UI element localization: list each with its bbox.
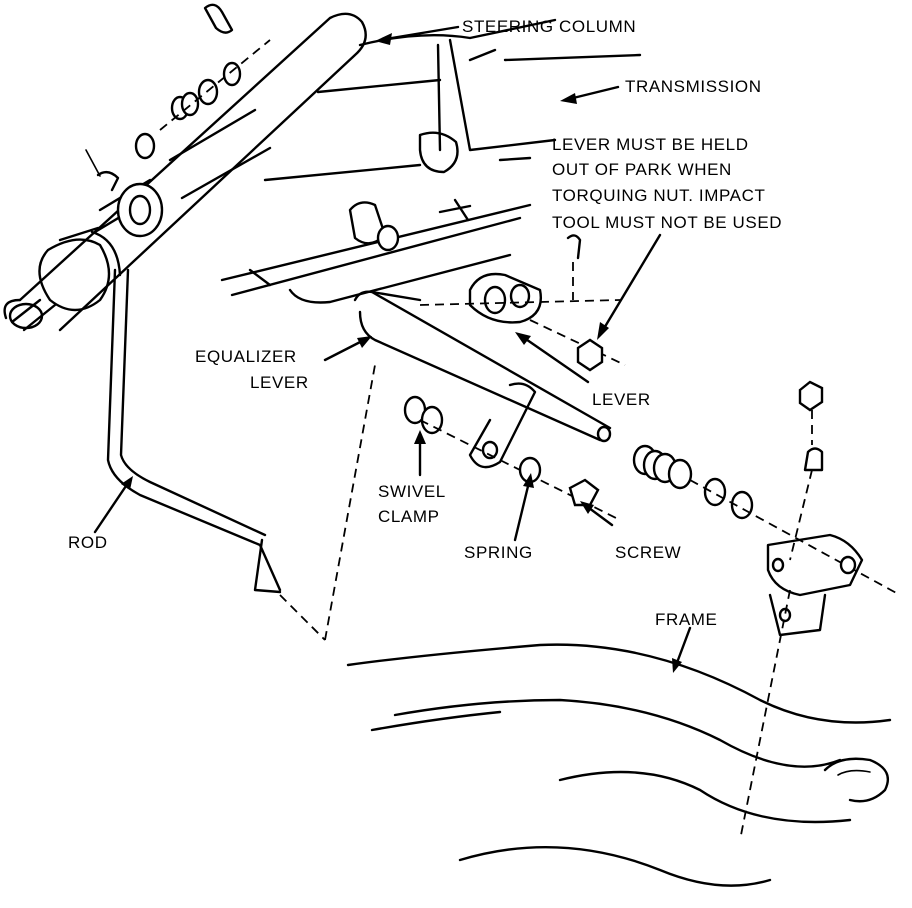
rod-label: ROD	[68, 533, 108, 552]
swivel-label-line-2: CLAMP	[378, 507, 440, 526]
note-line-1: LEVER MUST BE HELD	[552, 135, 749, 154]
leader-lines	[93, 25, 692, 673]
steering-column-part	[3, 3, 367, 332]
frame-part	[346, 643, 892, 887]
frame-bracket-part	[739, 380, 864, 841]
swivel-label-line-1: SWIVEL	[378, 482, 446, 501]
spring-label: SPRING	[464, 543, 533, 562]
equalizer-label-line-1: EQUALIZER	[195, 347, 297, 366]
steering-column-label: STEERING COLUMN	[462, 17, 636, 36]
transmission-part	[220, 18, 642, 304]
note-line-3: TORQUING NUT. IMPACT	[552, 186, 766, 205]
equalizer-lever-part	[353, 290, 901, 596]
lever-part	[419, 234, 626, 372]
note-line-2: OUT OF PARK WHEN	[552, 160, 732, 179]
note-line-4: TOOL MUST NOT BE USED	[552, 213, 782, 232]
screw-label: SCREW	[615, 543, 681, 562]
frame-label: FRAME	[655, 610, 718, 629]
equalizer-label-line-2: LEVER	[250, 373, 309, 392]
rod-part	[106, 268, 376, 641]
transmission-label: TRANSMISSION	[625, 77, 762, 96]
lever-label: LEVER	[592, 390, 651, 409]
